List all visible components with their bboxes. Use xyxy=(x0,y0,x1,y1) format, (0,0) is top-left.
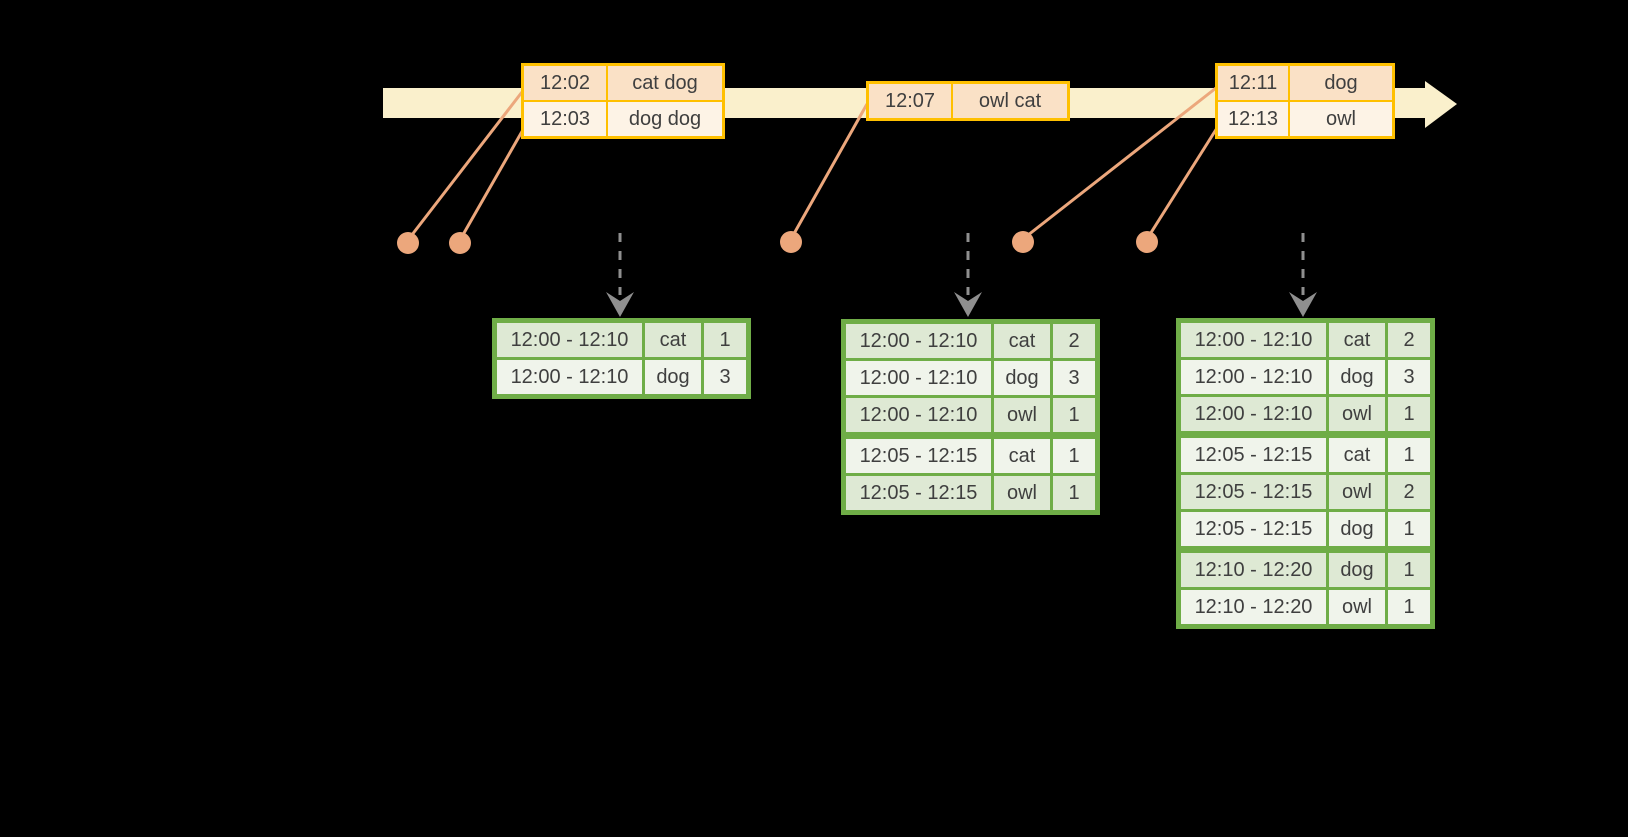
word: owl xyxy=(1326,587,1388,628)
table-row: 12:00 - 12:10 owl 1 xyxy=(1177,394,1434,436)
window-range: 12:05 - 12:15 xyxy=(1177,431,1329,475)
word: dog xyxy=(1326,357,1388,397)
table-row: 12:00 - 12:10 dog 3 xyxy=(1177,357,1434,397)
count: 1 xyxy=(1050,432,1099,476)
result-table-2: 12:00 - 12:10 cat 2 12:00 - 12:10 dog 3 … xyxy=(841,319,1100,515)
event-time: 12:02 xyxy=(521,63,608,102)
window-range: 12:00 - 12:10 xyxy=(493,319,645,360)
event-table-2: 12:07 owl cat xyxy=(866,81,1070,121)
table-row: 12:00 - 12:10 cat 2 xyxy=(842,320,1099,361)
count: 1 xyxy=(1050,395,1099,437)
count: 2 xyxy=(1385,319,1434,360)
result-table-1: 12:00 - 12:10 cat 1 12:00 - 12:10 dog 3 xyxy=(492,318,751,399)
event-connector-line xyxy=(458,127,526,241)
event-table-3: 12:11 dog 12:13 owl xyxy=(1215,63,1395,139)
count: 1 xyxy=(1385,431,1434,475)
count: 3 xyxy=(701,357,750,398)
event-words: cat dog xyxy=(606,63,725,102)
table-row: 12:00 - 12:10 dog 3 xyxy=(842,358,1099,398)
table-row: 12:00 - 12:10 cat 1 xyxy=(493,319,750,360)
word: cat xyxy=(642,319,704,360)
event-words: dog dog xyxy=(606,100,725,139)
window-range: 12:05 - 12:15 xyxy=(1177,472,1329,512)
count: 1 xyxy=(1385,394,1434,436)
count: 1 xyxy=(1385,587,1434,628)
table-row: 12:00 - 12:10 cat 2 xyxy=(1177,319,1434,360)
event-words: dog xyxy=(1288,63,1395,102)
count: 2 xyxy=(1385,472,1434,512)
window-range: 12:10 - 12:20 xyxy=(1177,546,1329,590)
event-time: 12:11 xyxy=(1215,63,1290,102)
word: owl xyxy=(991,395,1053,437)
count: 1 xyxy=(701,319,750,360)
event-connector-line xyxy=(789,103,869,240)
event-dot-icon xyxy=(1136,231,1158,253)
event-time: 12:03 xyxy=(521,100,608,139)
table-row: 12:10 - 12:20 dog 1 xyxy=(1177,546,1434,590)
window-range: 12:10 - 12:20 xyxy=(1177,587,1329,628)
result-table-3: 12:00 - 12:10 cat 2 12:00 - 12:10 dog 3 … xyxy=(1176,318,1435,629)
table-row: 12:05 - 12:15 owl 2 xyxy=(1177,472,1434,512)
event-table-1: 12:02 cat dog 12:03 dog dog xyxy=(521,63,725,139)
event-connector-line xyxy=(1145,127,1219,240)
word: cat xyxy=(1326,431,1388,475)
window-range: 12:00 - 12:10 xyxy=(1177,394,1329,436)
count: 3 xyxy=(1050,358,1099,398)
event-dot-icon xyxy=(397,232,419,254)
word: dog xyxy=(991,358,1053,398)
window-range: 12:00 - 12:10 xyxy=(1177,319,1329,360)
table-row: 12:05 - 12:15 owl 1 xyxy=(842,473,1099,514)
count: 3 xyxy=(1385,357,1434,397)
table-row: 12:07 owl cat xyxy=(866,81,1070,121)
word: dog xyxy=(642,357,704,398)
window-range: 12:05 - 12:15 xyxy=(842,432,994,476)
window-range: 12:05 - 12:15 xyxy=(842,473,994,514)
window-range: 12:00 - 12:10 xyxy=(493,357,645,398)
timeline-arrowhead-icon xyxy=(1425,81,1457,128)
word: owl xyxy=(1326,472,1388,512)
table-row: 12:05 - 12:15 dog 1 xyxy=(1177,509,1434,551)
word: dog xyxy=(1326,509,1388,551)
table-row: 12:13 owl xyxy=(1215,100,1395,139)
event-words: owl xyxy=(1288,100,1395,139)
event-connector-line xyxy=(406,91,524,241)
count: 1 xyxy=(1050,473,1099,514)
trigger-down-arrow-icon xyxy=(954,233,982,317)
window-range: 12:00 - 12:10 xyxy=(842,320,994,361)
event-dot-icon xyxy=(1012,231,1034,253)
word: owl xyxy=(991,473,1053,514)
event-dot-icon xyxy=(780,231,802,253)
event-time: 12:13 xyxy=(1215,100,1290,139)
table-row: 12:10 - 12:20 owl 1 xyxy=(1177,587,1434,628)
trigger-down-arrow-icon xyxy=(606,233,634,317)
window-range: 12:00 - 12:10 xyxy=(1177,357,1329,397)
word: owl xyxy=(1326,394,1388,436)
trigger-down-arrow-icon xyxy=(1289,233,1317,317)
event-time: 12:07 xyxy=(866,81,953,121)
event-words: owl cat xyxy=(951,81,1070,121)
table-row: 12:11 dog xyxy=(1215,63,1395,102)
word: dog xyxy=(1326,546,1388,590)
count: 1 xyxy=(1385,509,1434,551)
table-row: 12:05 - 12:15 cat 1 xyxy=(1177,431,1434,475)
word: cat xyxy=(991,432,1053,476)
word: cat xyxy=(991,320,1053,361)
count: 1 xyxy=(1385,546,1434,590)
window-range: 12:00 - 12:10 xyxy=(842,358,994,398)
event-dot-icon xyxy=(449,232,471,254)
word: cat xyxy=(1326,319,1388,360)
table-row: 12:00 - 12:10 owl 1 xyxy=(842,395,1099,437)
count: 2 xyxy=(1050,320,1099,361)
event-connector-line xyxy=(1022,86,1217,241)
window-range: 12:05 - 12:15 xyxy=(1177,509,1329,551)
table-row: 12:02 cat dog xyxy=(521,63,725,102)
table-row: 12:03 dog dog xyxy=(521,100,725,139)
table-row: 12:05 - 12:15 cat 1 xyxy=(842,432,1099,476)
window-range: 12:00 - 12:10 xyxy=(842,395,994,437)
table-row: 12:00 - 12:10 dog 3 xyxy=(493,357,750,398)
